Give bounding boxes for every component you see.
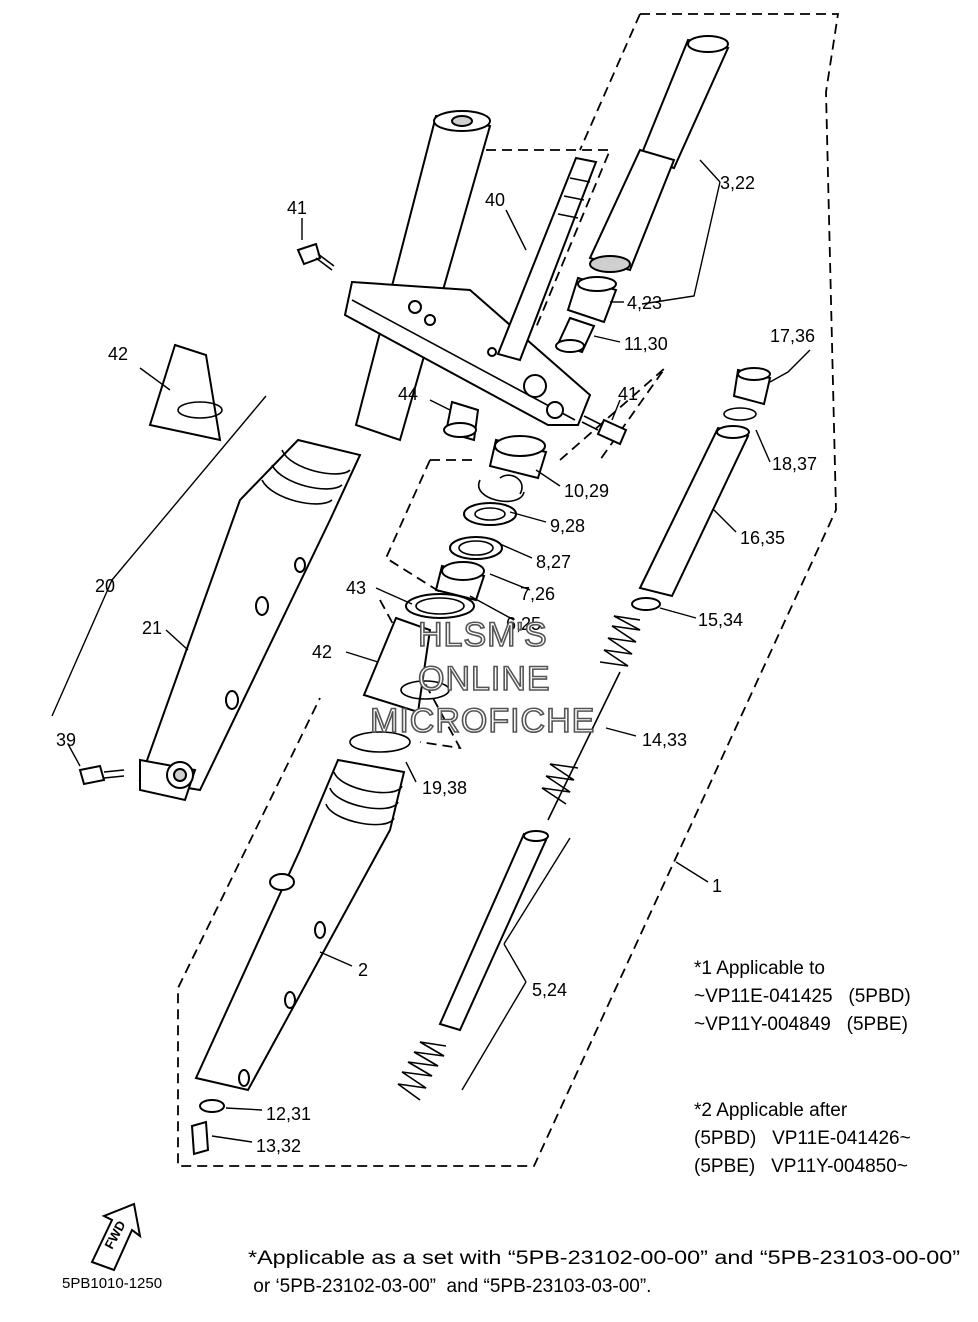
group-1-left-edge	[579, 13, 641, 151]
label-9-28: 9,28	[550, 516, 585, 536]
label-1: 1	[712, 876, 722, 896]
label-41-upper: 41	[287, 198, 307, 218]
washer-15-34	[631, 597, 661, 611]
left-outer-tube	[138, 438, 362, 802]
label-20: 20	[95, 576, 115, 596]
guard-42-lower	[362, 616, 450, 714]
bolt-39	[78, 764, 125, 786]
bush-6-25	[434, 561, 486, 602]
watermark-line-1: HLSM'S	[418, 616, 548, 654]
note-2-line-2: (5PBD) VP11E-041426~	[694, 1128, 911, 1149]
label-42-lower: 42	[312, 642, 332, 662]
label-12-31: 12,31	[266, 1104, 311, 1124]
clip-9-28	[477, 474, 525, 503]
guard-42-upper	[148, 343, 223, 442]
label-13-32: 13,32	[256, 1136, 301, 1156]
oil-seal-10-29	[488, 435, 548, 480]
label-7-26: 7,26	[520, 584, 555, 604]
label-2: 2	[358, 960, 368, 980]
inner-tube-3-22	[588, 35, 730, 273]
label-17-36: 17,36	[770, 326, 815, 346]
label-19-38: 19,38	[422, 778, 467, 798]
bolt-41-lower	[581, 415, 628, 446]
washer-8-27	[463, 502, 517, 526]
spacer-16-35	[638, 425, 750, 598]
label-14-33: 14,33	[642, 730, 687, 750]
note-2-line-1: *2 Applicable after	[694, 1100, 848, 1121]
label-15-34: 15,34	[698, 610, 743, 630]
label-40: 40	[485, 190, 505, 210]
note-1-line-2: ~VP11E-041425 (5PBD)	[694, 986, 911, 1007]
left-fork-tube	[354, 110, 492, 442]
label-3-22: 3,22	[720, 173, 755, 193]
label-41-lower: 41	[618, 384, 638, 404]
bush-4-23	[566, 276, 618, 324]
label-5-24: 5,24	[532, 980, 567, 1000]
leader-lines	[51, 159, 811, 1143]
label-42-upper: 42	[108, 344, 128, 364]
ring-43	[405, 593, 475, 619]
spring-14-33	[541, 615, 641, 821]
cap-bolt-17-36	[732, 367, 772, 406]
bolt-41-upper	[296, 242, 335, 271]
damper-rod-5-24	[397, 830, 549, 1101]
label-43: 43	[346, 578, 366, 598]
label-21: 21	[142, 618, 162, 638]
seal-7-26	[449, 536, 503, 560]
note-2-line-3: (5PBE) VP11Y-004850~	[694, 1156, 908, 1177]
set-note-line-2: or ‘5PB-23102-03-00” and “5PB-23103-03-0…	[248, 1276, 651, 1297]
steering-stem-40	[496, 156, 598, 362]
label-16-35: 16,35	[740, 528, 785, 548]
oring-18-37	[723, 407, 757, 421]
label-44: 44	[398, 384, 418, 404]
watermark: HLSM'S ONLINE MICROFICHE	[369, 615, 595, 741]
applicability-notes: *1 Applicable to ~VP11E-041425 (5PBD) ~V…	[248, 958, 960, 1297]
label-39: 39	[56, 730, 76, 750]
watermark-line-3: MICROFICHE	[370, 702, 595, 740]
bush-11-30	[555, 316, 596, 354]
label-8-27: 8,27	[536, 552, 571, 572]
label-18-37: 18,37	[772, 454, 817, 474]
diagram-code: 5PB1010-1250	[62, 1275, 162, 1292]
outer-tube-2	[194, 758, 406, 1092]
label-10-29: 10,29	[564, 481, 609, 501]
part-labels: 41 40 3,22 42 4,23 11,30 17,36 44 41 18,…	[56, 173, 817, 1156]
washer-12-31	[199, 1099, 225, 1113]
label-6-25: 6,25	[506, 614, 541, 634]
set-note-line-1: *Applicable as a set with “5PB-23102-00-…	[248, 1248, 960, 1269]
group-1-outline	[177, 13, 840, 1167]
label-4-23: 4,23	[627, 293, 662, 313]
fwd-arrow-icon: FWD	[90, 1202, 142, 1272]
note-1-line-3: ~VP11Y-004849 (5PBE)	[694, 1014, 908, 1035]
watermark-line-2: ONLINE	[418, 660, 551, 698]
note-1-line-1: *1 Applicable to	[694, 958, 825, 979]
bolt-13-32	[190, 1120, 210, 1156]
oring-19-38	[349, 731, 411, 753]
upper-bracket	[343, 280, 592, 426]
collar-44	[443, 400, 480, 442]
label-11-30: 11,30	[624, 334, 668, 354]
